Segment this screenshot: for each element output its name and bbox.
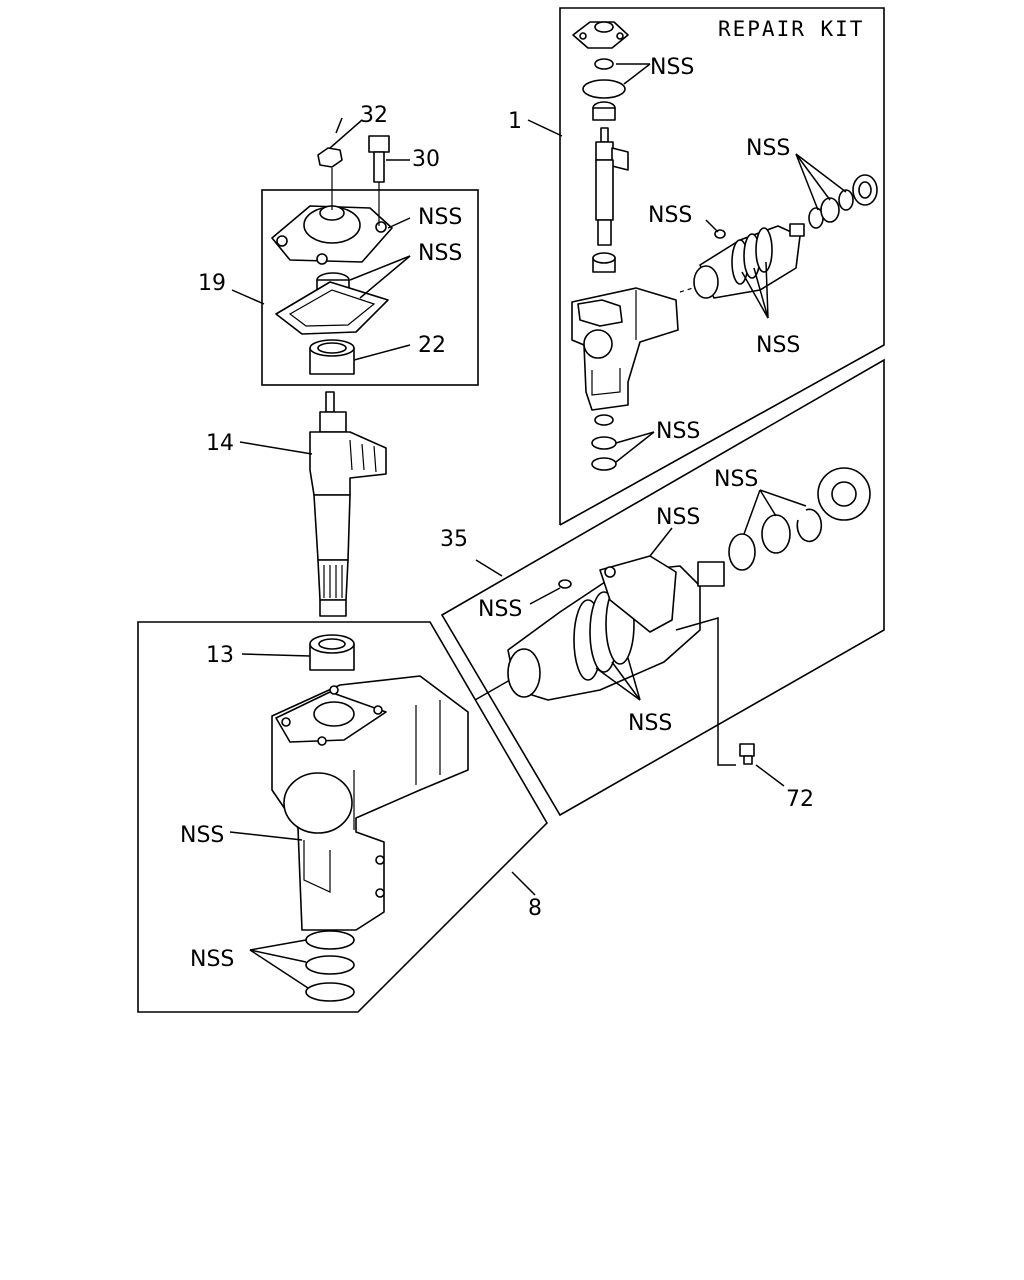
part-19-cover-assembly xyxy=(271,135,393,375)
nss-label: NSS xyxy=(656,505,700,530)
nss-label: NSS xyxy=(714,467,758,492)
nss-label: NSS xyxy=(418,205,462,230)
nss-label: NSS xyxy=(418,241,462,266)
callout-19: 19 xyxy=(198,271,226,296)
nss-label: NSS xyxy=(650,55,694,80)
callout-13: 13 xyxy=(206,643,234,668)
callout-22: 22 xyxy=(418,333,446,358)
nss-label: NSS xyxy=(648,203,692,228)
part-35-valve-assembly xyxy=(474,467,871,765)
repair-kit-parts xyxy=(571,21,878,471)
nss-label: NSS xyxy=(478,597,522,622)
nss-label: NSS xyxy=(746,136,790,161)
leader-lines xyxy=(229,63,847,989)
nss-label: NSS xyxy=(756,333,800,358)
nss-label: NSS xyxy=(656,419,700,444)
callout-32: 32 xyxy=(360,103,388,128)
repair-kit-title: REPAIR KIT xyxy=(718,17,864,41)
callout-labels: 1 NSS NSS NSS NSS NSS 32 30 NSS NSS 19 2… xyxy=(180,55,814,972)
callout-14: 14 xyxy=(206,431,234,456)
part-8-frame xyxy=(137,621,549,1013)
part-19-frame xyxy=(261,189,479,386)
callout-30: 30 xyxy=(412,147,440,172)
nss-label: NSS xyxy=(190,947,234,972)
part-14-sector-shaft xyxy=(309,391,387,617)
repair-kit-frame: REPAIR KIT xyxy=(559,7,885,526)
callout-1: 1 xyxy=(508,109,522,134)
callout-72: 72 xyxy=(786,787,814,812)
part-35-frame xyxy=(440,358,885,817)
part-8-gear-housing xyxy=(271,634,469,1002)
callout-35: 35 xyxy=(440,527,468,552)
callout-8: 8 xyxy=(528,896,542,921)
nss-label: NSS xyxy=(180,823,224,848)
nss-label: NSS xyxy=(628,711,672,736)
